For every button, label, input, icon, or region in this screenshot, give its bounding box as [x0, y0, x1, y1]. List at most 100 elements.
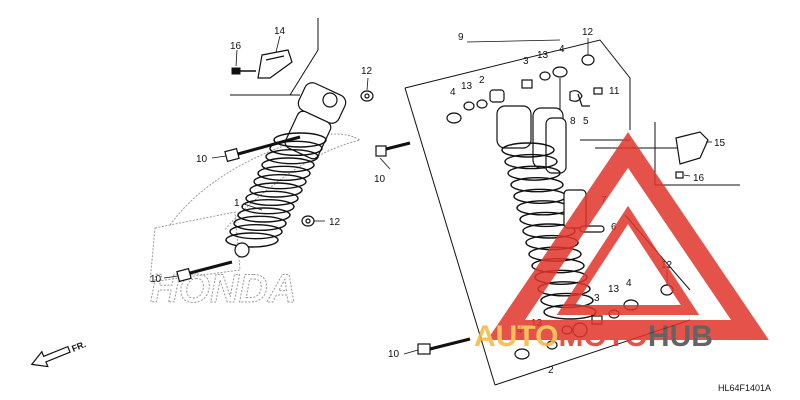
- callout-4a: 4: [450, 87, 456, 98]
- bolt-head: [417, 343, 431, 355]
- leader-10a: [211, 155, 227, 159]
- brand-moto: MOTO: [558, 320, 647, 353]
- frame-top: [404, 39, 631, 130]
- left-lower-eye: [234, 242, 250, 258]
- callout-8: 8: [570, 116, 576, 127]
- bolt-10-right-upper: [375, 141, 411, 157]
- wing-outline: [149, 211, 241, 283]
- spring-coil: [504, 153, 558, 170]
- small-parts-right: [446, 54, 709, 360]
- honda-watermark-text: HONDA: [150, 267, 297, 311]
- front-direction-arrow: FR.: [30, 339, 87, 368]
- wing-feather: [169, 133, 362, 231]
- bolt-16-head: [231, 67, 241, 75]
- bolt-10-left-lower: [176, 260, 233, 283]
- callout-14: 14: [274, 26, 286, 37]
- callout-10a: 10: [196, 154, 208, 165]
- washer-4b: [552, 66, 568, 78]
- collar-3a: [521, 79, 533, 89]
- leader-14: [275, 35, 281, 53]
- callout-9: 9: [458, 32, 464, 43]
- spring-coil: [241, 198, 295, 215]
- nut-12-right-top: [581, 54, 595, 66]
- bolt-16-left: [231, 67, 256, 75]
- spring-coil: [510, 177, 564, 193]
- bolt-head: [375, 145, 387, 157]
- callout-10b: 10: [150, 274, 162, 285]
- spring-coil: [237, 207, 291, 223]
- spring-coil: [249, 182, 303, 198]
- diagram-code: HL64F1401A: [718, 383, 771, 393]
- left-shock-assembly: [225, 82, 347, 258]
- spring-coil: [253, 173, 307, 190]
- spring-coil: [261, 157, 315, 173]
- watermark-triangle-icon: [487, 132, 769, 340]
- spring-coil: [225, 232, 279, 248]
- washer-4d: [514, 348, 530, 360]
- spring-coil: [245, 190, 299, 207]
- bolt-shank: [189, 260, 233, 275]
- nut-hole: [305, 218, 311, 224]
- watermark-triangle-inner-icon: [556, 205, 700, 315]
- callout-3b: 3: [594, 293, 600, 304]
- spring-coil: [269, 140, 323, 157]
- left-upper-eye: [322, 92, 338, 108]
- callout-13b: 13: [537, 50, 549, 61]
- spring-coil: [265, 148, 319, 165]
- leader-1: [243, 203, 263, 211]
- callout-13c: 13: [608, 284, 620, 295]
- arrow-icon: [30, 345, 71, 368]
- washer-13a: [463, 101, 475, 111]
- honda-wing-watermark: [149, 133, 362, 283]
- bolt-10-left-upper: [224, 135, 301, 163]
- automotohub-watermark: AUTOMOTOHUB: [474, 132, 769, 353]
- spring-coil: [233, 215, 287, 232]
- leader-9: [466, 39, 561, 43]
- bracket-14: [257, 49, 293, 79]
- brand-auto: AUTO: [474, 320, 558, 353]
- leader-16a: [235, 49, 238, 67]
- front-label: FR.: [70, 339, 87, 354]
- nut-12-left-lower: [301, 215, 315, 227]
- bolt-head: [224, 147, 240, 163]
- spring-coil: [501, 142, 555, 158]
- callout-10c: 10: [374, 174, 386, 185]
- bolt-10-right-lower: [417, 337, 471, 355]
- spring-coil: [229, 223, 283, 240]
- bolt-shank: [429, 337, 471, 351]
- screw-11: [593, 87, 603, 95]
- spring-coil: [257, 165, 311, 182]
- leader-10d: [403, 349, 419, 355]
- left-frame-lines: [230, 18, 319, 96]
- left-spring: [225, 132, 327, 248]
- frame-line-b: [289, 49, 319, 96]
- washer-4a: [446, 112, 462, 124]
- leader-10b: [163, 275, 179, 279]
- callout-16a: 16: [230, 41, 242, 52]
- right-shock-top: [496, 105, 532, 149]
- bracket-14-shape: [257, 49, 293, 79]
- nut-hole: [364, 93, 370, 99]
- brand-hub: HUB: [648, 320, 713, 353]
- callout-5: 5: [583, 116, 589, 127]
- bushing-a: [489, 89, 505, 103]
- callout-12c: 12: [582, 27, 594, 38]
- callout-4b: 4: [559, 44, 565, 55]
- leader-lines: [163, 35, 712, 355]
- nut-12-left-upper: [360, 90, 374, 102]
- frame-left: [404, 87, 496, 386]
- bolt-shank: [237, 135, 301, 156]
- leader-10c: [379, 157, 391, 170]
- callout-3a: 3: [523, 56, 529, 67]
- washer-13d: [546, 340, 558, 350]
- watermark-brand-text: AUTOMOTOHUB: [474, 320, 713, 353]
- bolt-16-right: [675, 171, 684, 179]
- bolt-head: [176, 267, 192, 283]
- callout-10d: 10: [388, 349, 400, 360]
- leader-16b: [683, 174, 691, 177]
- leader-12a: [366, 77, 369, 91]
- bracket-15: [675, 131, 709, 165]
- washer-13b: [539, 71, 551, 81]
